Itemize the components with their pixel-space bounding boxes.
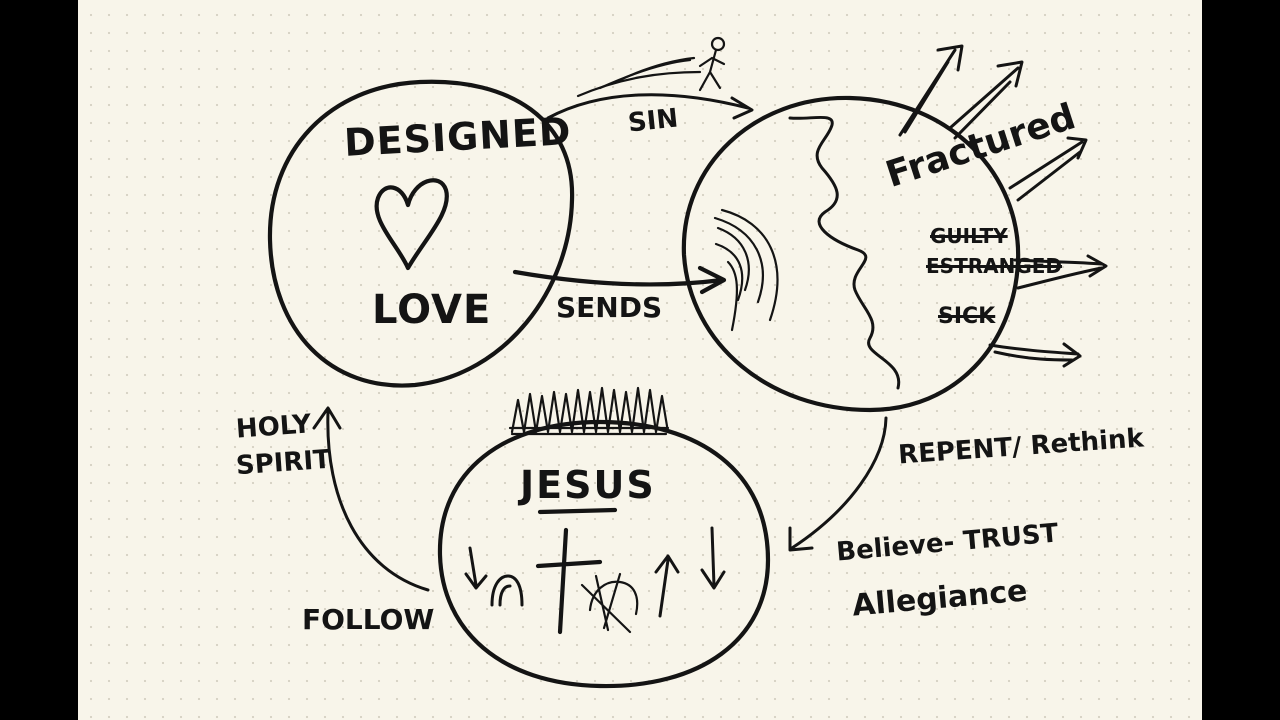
repent-arrow — [790, 418, 886, 550]
heart-icon — [377, 180, 447, 268]
jesus-underline — [540, 510, 615, 512]
cross-icon — [538, 530, 600, 632]
jesus-title: JESUS — [520, 466, 656, 504]
holy-label: HOLY — [235, 411, 312, 442]
designed-title: DESIGNED — [343, 112, 572, 162]
tomb-icon — [492, 576, 522, 605]
up-arrow — [656, 556, 678, 616]
fractured-item-guilty: GUILTY — [930, 226, 1008, 246]
wave-2 — [716, 244, 742, 300]
sin-arrow-trail-1 — [578, 72, 700, 96]
wave-5 — [728, 262, 737, 330]
spirit-label: SPIRIT — [235, 447, 331, 480]
holy-spirit-arrow — [314, 408, 428, 590]
out-arrow-6 — [990, 344, 1080, 366]
follow-label: FOLLOW — [302, 606, 434, 634]
out-arrow-1 — [900, 46, 962, 135]
sends-arrow — [515, 268, 724, 292]
empty-tomb-icon — [582, 574, 637, 632]
walking-figure-icon — [700, 38, 724, 90]
love-label: LOVE — [372, 290, 491, 330]
sends-label: SENDS — [556, 294, 662, 322]
down-arrow-left — [466, 548, 486, 588]
fractured-item-estranged: ESTRANGED — [926, 256, 1062, 276]
jesus-circle — [440, 422, 768, 686]
crown-of-thorns-icon — [510, 388, 668, 434]
down-arrow-right — [702, 528, 724, 588]
sin-label: SIN — [627, 105, 680, 136]
fractured-item-sick: SICK — [938, 306, 995, 328]
